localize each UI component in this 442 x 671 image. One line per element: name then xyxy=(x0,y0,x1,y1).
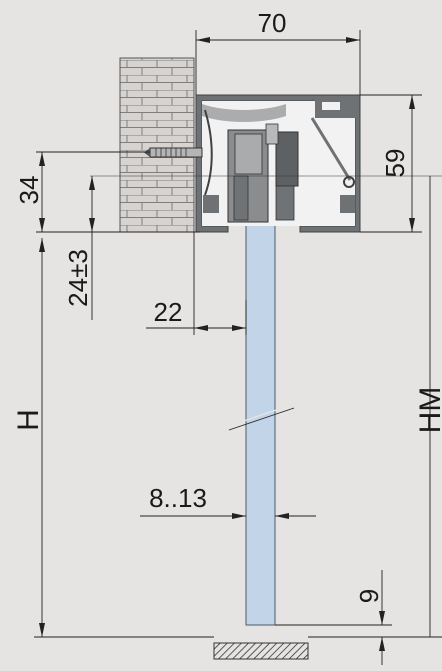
dim-total-h: H xyxy=(12,238,214,638)
dim-height-34: 34 xyxy=(14,151,200,233)
dim-hm: HM xyxy=(308,176,442,638)
break-line xyxy=(228,403,295,427)
label-hm: HM xyxy=(414,387,442,434)
dim-height-59: 59 xyxy=(360,94,422,233)
label-24: 24±3 xyxy=(63,249,93,307)
label-9: 9 xyxy=(354,589,384,603)
label-34: 34 xyxy=(14,176,44,205)
break-line xyxy=(228,407,295,431)
dim-offset-22: 22 xyxy=(146,232,247,335)
label-59: 59 xyxy=(380,149,410,178)
dim-width-70: 70 xyxy=(195,8,361,95)
dim-offset-24: 24±3 xyxy=(63,176,95,320)
label-70: 70 xyxy=(258,8,287,38)
wall-anchor xyxy=(144,147,203,158)
roller-carriage xyxy=(227,123,299,223)
dim-glass-thickness: 8..13 xyxy=(140,483,316,519)
glass-panel xyxy=(245,169,276,626)
brick-wall xyxy=(119,57,195,233)
label-8-13: 8..13 xyxy=(149,483,207,513)
dim-floor-gap: 9 xyxy=(275,570,392,665)
floor-guide xyxy=(213,642,309,660)
label-h: H xyxy=(12,409,45,431)
label-22: 22 xyxy=(154,297,183,327)
